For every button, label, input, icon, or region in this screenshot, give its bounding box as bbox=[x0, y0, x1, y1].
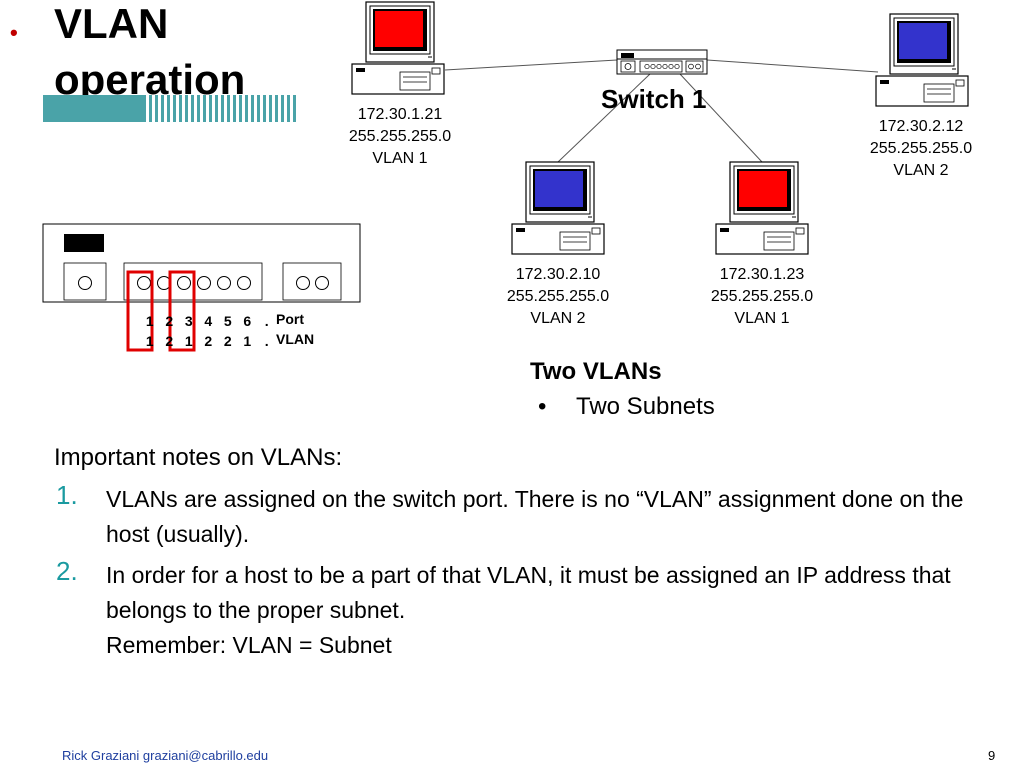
host-2-ip: 172.30.2.12 bbox=[878, 118, 964, 135]
port-number: . bbox=[264, 313, 269, 329]
host-computer-1-icon bbox=[351, 1, 445, 95]
link-host4-switch bbox=[679, 73, 763, 163]
vlan-number: 2 bbox=[165, 333, 174, 349]
link-host2-switch bbox=[706, 59, 879, 73]
host-4-label: 172.30.1.23 255.255.255.0 VLAN 1 bbox=[696, 264, 828, 330]
host-3-vlan: VLAN 2 bbox=[530, 310, 586, 327]
footer-author: Rick Graziani graziani@cabrillo.edu bbox=[62, 748, 269, 763]
host-1-mask: 255.255.255.0 bbox=[348, 128, 452, 145]
host-4-vlan: VLAN 1 bbox=[734, 310, 790, 327]
vlan-number: 2 bbox=[204, 333, 213, 349]
summary-item: • Two Subnets bbox=[538, 393, 715, 421]
vlan-number: 1 bbox=[243, 333, 252, 349]
host-2-label: 172.30.2.12 255.255.255.0 VLAN 2 bbox=[855, 116, 987, 182]
summary-heading: Two VLANs bbox=[530, 358, 662, 385]
slide-title-line-1: VLAN bbox=[54, 0, 169, 47]
vlan-number: 1 bbox=[184, 333, 193, 349]
host-1-label: 172.30.1.21 255.255.255.0 VLAN 1 bbox=[334, 104, 466, 170]
host-2-vlan: VLAN 2 bbox=[893, 162, 949, 179]
notes-heading: Important notes on VLANs: bbox=[54, 444, 343, 471]
port-number: 4 bbox=[204, 313, 213, 329]
host-1-vlan: VLAN 1 bbox=[372, 150, 428, 167]
page-number: 9 bbox=[988, 748, 996, 763]
port-number: 1 bbox=[145, 313, 154, 329]
title-decorative-stripe bbox=[43, 95, 296, 122]
port-1-highlight bbox=[126, 270, 154, 352]
vlan-number: 2 bbox=[223, 333, 232, 349]
port-number: 3 bbox=[184, 313, 193, 329]
switch-1-icon bbox=[616, 49, 708, 75]
note-2-number: 2. bbox=[56, 556, 78, 586]
vlan-number: 1 bbox=[145, 333, 154, 349]
port-vlan-legend: Port VLAN bbox=[276, 309, 314, 349]
note-2-text: In order for a host to be a part of that… bbox=[106, 562, 951, 623]
switch-front-panel-icon bbox=[42, 223, 361, 303]
link-host1-switch bbox=[444, 59, 618, 71]
summary-bullet: • bbox=[538, 393, 547, 420]
host-2-mask: 255.255.255.0 bbox=[869, 140, 973, 157]
port-3-highlight bbox=[168, 270, 196, 352]
note-1-number: 1. bbox=[56, 480, 78, 510]
port-number: 2 bbox=[165, 313, 174, 329]
port-row-label: Port bbox=[276, 311, 304, 327]
host-4-mask: 255.255.255.0 bbox=[710, 288, 814, 305]
vlan-number: . bbox=[264, 333, 269, 349]
note-1-text: VLANs are assigned on the switch port. T… bbox=[106, 486, 964, 547]
title-bullet: • bbox=[10, 20, 18, 45]
host-3-mask: 255.255.255.0 bbox=[506, 288, 610, 305]
host-computer-3-icon bbox=[511, 161, 605, 255]
host-3-ip: 172.30.2.10 bbox=[515, 266, 601, 283]
host-3-label: 172.30.2.10 255.255.255.0 VLAN 2 bbox=[492, 264, 624, 330]
host-4-ip: 172.30.1.23 bbox=[719, 266, 805, 283]
host-computer-4-icon bbox=[715, 161, 809, 255]
remember-note: Remember: VLAN = Subnet bbox=[106, 632, 392, 658]
link-host3-switch bbox=[557, 73, 651, 163]
switch-1-label: Switch 1 bbox=[601, 84, 707, 114]
summary-item-text: Two Subnets bbox=[576, 393, 715, 420]
port-number: 6 bbox=[243, 313, 252, 329]
network-links bbox=[444, 59, 879, 163]
host-computer-2-icon bbox=[875, 13, 969, 107]
host-1-ip: 172.30.1.21 bbox=[357, 106, 443, 123]
port-number: 5 bbox=[223, 313, 232, 329]
vlan-row-label: VLAN bbox=[276, 331, 315, 347]
